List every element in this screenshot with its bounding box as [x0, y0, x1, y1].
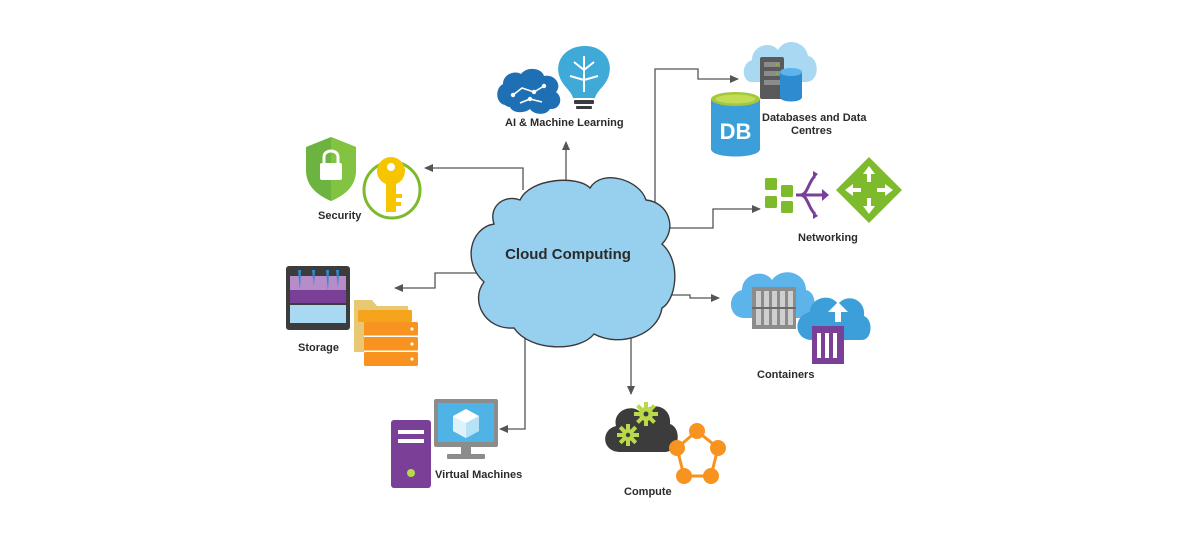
security-label: Security — [318, 210, 362, 222]
virtual-machines-label: Virtual Machines — [435, 469, 523, 481]
lightbulb-icon — [558, 46, 610, 109]
network-router-icon — [765, 157, 902, 223]
key-icon — [362, 157, 422, 220]
compute-gears-icon — [605, 402, 726, 484]
shield-icon — [306, 137, 356, 201]
databases-label-line1: Databases and Data — [762, 112, 867, 124]
connector-databases — [654, 68, 739, 215]
brain-icon — [497, 68, 561, 114]
brain-bulb-icon — [497, 46, 610, 114]
networking-label: Networking — [798, 232, 858, 244]
compute-label: Compute — [624, 486, 672, 498]
storage-label: Storage — [298, 342, 339, 354]
connector-vms — [499, 332, 526, 433]
ai-ml-label: AI & Machine Learning — [505, 117, 624, 129]
connectors — [394, 68, 761, 433]
center-label: Cloud Computing — [505, 246, 631, 263]
svg-text:DB: DB — [720, 119, 752, 144]
shield-key-icon — [306, 137, 422, 220]
containers-label: Containers — [757, 369, 815, 381]
connector-containers — [664, 294, 720, 302]
storage-icon — [286, 266, 418, 366]
connector-security — [424, 164, 524, 190]
database-icon: DB — [711, 42, 817, 157]
cloud-computing-cloud — [470, 177, 676, 348]
connector-networking — [662, 205, 761, 229]
virtual-machine-icon — [391, 399, 498, 488]
connector-storage — [394, 272, 480, 292]
databases-label-line2: Centres — [791, 125, 832, 137]
container-cloud-icon — [730, 272, 871, 364]
